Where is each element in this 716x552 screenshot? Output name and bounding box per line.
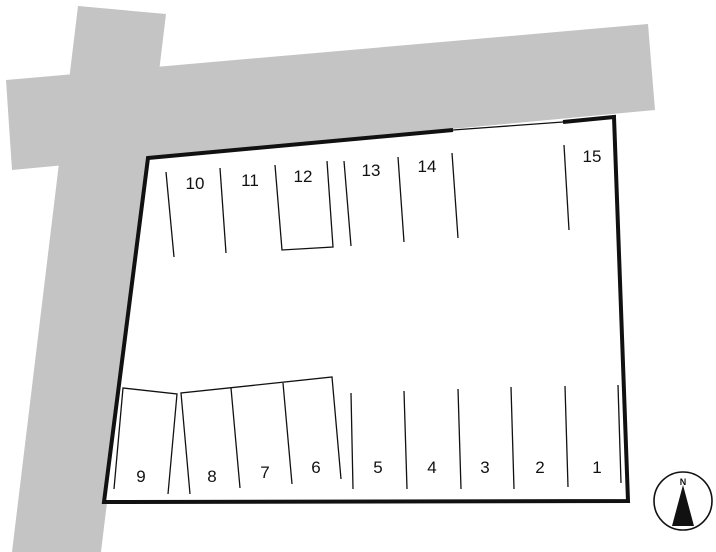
stall-labels: 1 2 3 4 5 6 7 8 9 10 11 12 13 14 15 [136, 147, 601, 486]
stall-divider [510, 386, 515, 490]
road-west [12, 6, 166, 552]
stall-label-1: 1 [592, 458, 601, 477]
stall-label-4: 4 [427, 458, 436, 477]
lot-boundary [101, 114, 631, 505]
stall-label-5: 5 [373, 458, 382, 477]
stall-divider [343, 160, 352, 247]
stall-divider [451, 152, 459, 239]
lot-entrance-line [452, 121, 564, 131]
stall-label-7: 7 [260, 463, 269, 482]
stall-divider [165, 171, 175, 258]
stall-divider [230, 387, 241, 489]
lot-surface [104, 117, 628, 502]
stall-divider [219, 167, 227, 254]
stall-label-15: 15 [583, 147, 602, 166]
parking-lot [101, 114, 631, 505]
compass: N [653, 471, 713, 531]
roads [6, 6, 655, 552]
stall-markings [113, 144, 622, 495]
stall-label-12: 12 [294, 167, 313, 186]
stall-divider [403, 390, 408, 490]
north-arrow-icon [672, 485, 694, 526]
road-north [6, 24, 655, 170]
compass-north-label: N [680, 477, 687, 487]
stall-box-12 [274, 160, 334, 251]
stall-label-8: 8 [207, 467, 216, 486]
stall-divider [350, 392, 354, 490]
stall-divider [563, 144, 570, 231]
stall-label-6: 6 [311, 458, 320, 477]
stall-label-10: 10 [186, 174, 205, 193]
stall-divider [564, 385, 569, 488]
stall-label-3: 3 [480, 458, 489, 477]
stall-label-13: 13 [362, 161, 381, 180]
stall-box-6-8 [180, 376, 342, 495]
stall-divider [397, 156, 405, 243]
stall-divider [282, 382, 293, 485]
stall-label-14: 14 [418, 157, 437, 176]
stall-divider [457, 388, 462, 490]
stall-label-11: 11 [241, 171, 259, 190]
stall-divider [617, 384, 622, 484]
stall-label-2: 2 [535, 458, 544, 477]
stall-label-9: 9 [136, 467, 145, 486]
stall-box-9 [113, 387, 178, 495]
